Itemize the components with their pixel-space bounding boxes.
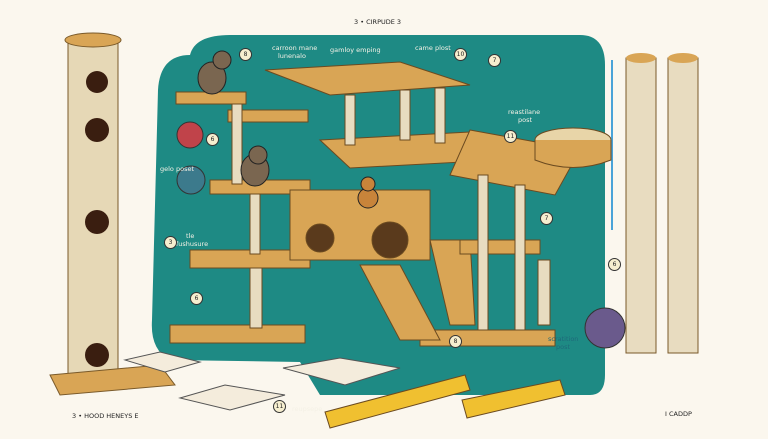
yarn-ball [584, 307, 626, 349]
footer-right: I CADDP [665, 410, 692, 418]
callout-number: 7 [540, 212, 553, 225]
label-top2: gamloy emping [330, 46, 381, 54]
instruction-booklets [123, 351, 401, 411]
label-left1: gelo poset [160, 165, 195, 173]
tall-scratching-post [49, 32, 176, 396]
label-bottom-right: scratition [548, 335, 579, 343]
callout-number: 10 [454, 48, 467, 61]
callout-number: 7 [488, 54, 501, 67]
callout-number: 8 [239, 48, 252, 61]
label-right1: reastilane [508, 108, 541, 116]
label-top1b: lunenalo [278, 52, 306, 60]
label-top1: carroon mane [272, 44, 318, 52]
label-left2b: fushusure [176, 240, 209, 248]
callout-number: 11 [504, 130, 517, 143]
sisal-columns [231, 87, 551, 331]
yarn-ball [176, 165, 206, 195]
label-right1b: post [518, 116, 533, 124]
yarn-ball [176, 121, 204, 149]
sisal-posts-right [611, 53, 699, 354]
rulers [324, 374, 566, 429]
callout-number: 6 [190, 292, 203, 305]
footer-left: 3 • HOOD HENEYS E [72, 412, 139, 420]
header-caption: 3 • CIRPUDE 3 [354, 18, 402, 26]
label-left2: tle [186, 232, 195, 240]
callout-number: 11 [273, 400, 286, 413]
label-bottom-rightb: post [556, 343, 571, 351]
callout-number: 6 [608, 258, 621, 271]
label-top3: came plost [415, 44, 451, 52]
label-bottom-mid: reupsepe [292, 405, 323, 413]
cat-figures [197, 50, 379, 209]
callout-number: 3 [164, 236, 177, 249]
callout-number: 8 [449, 335, 462, 348]
callout-number: 6 [206, 133, 219, 146]
